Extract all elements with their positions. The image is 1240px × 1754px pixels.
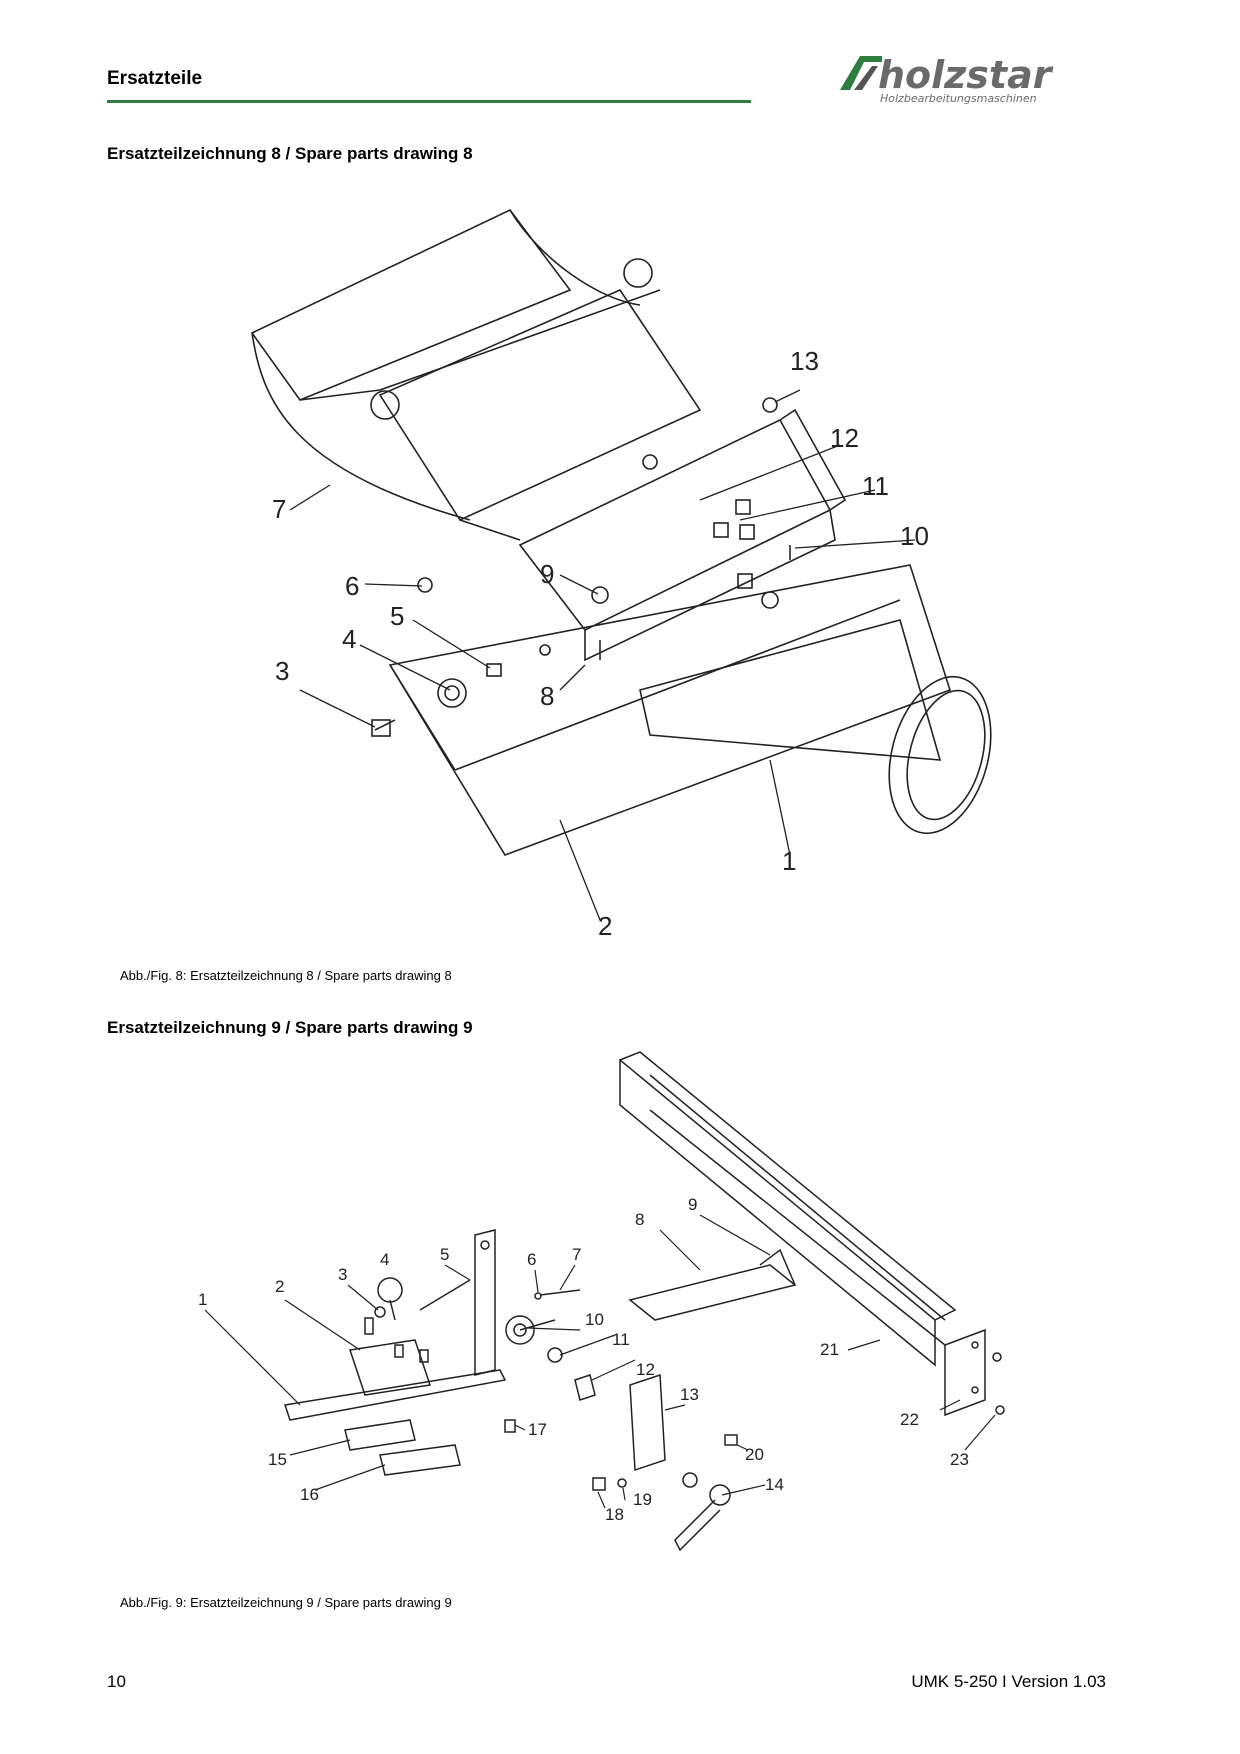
figure8-caption: Abb./Fig. 8: Ersatzteilzeichnung 8 / Spa… (120, 968, 452, 983)
callout-f9-21: 21 (820, 1340, 839, 1359)
callout-8: 8 (540, 681, 554, 711)
callout-f9-18: 18 (605, 1505, 624, 1524)
callout-5: 5 (390, 601, 404, 631)
callout-f9-11: 11 (612, 1330, 630, 1349)
page-header-title: Ersatzteile (107, 68, 203, 89)
callout-f9-6: 6 (527, 1250, 536, 1269)
callout-f9-22: 22 (900, 1410, 919, 1429)
callout-f9-23: 23 (950, 1450, 969, 1469)
figure8-drawing: 13 12 11 10 7 6 9 5 4 3 8 2 1 (250, 208, 992, 941)
figure9-title: Ersatzteilzeichnung 9 / Spare parts draw… (107, 1018, 473, 1037)
callout-1: 1 (782, 846, 796, 876)
holzstar-logo-icon: holzstar Holzbearbeitungsmaschinen (840, 53, 1054, 105)
callout-f9-19: 19 (633, 1490, 652, 1509)
logo-tagline: Holzbearbeitungsmaschinen (880, 92, 1037, 105)
callout-2: 2 (598, 911, 612, 941)
callout-f9-2: 2 (275, 1277, 284, 1296)
callout-f9-3: 3 (338, 1265, 347, 1284)
callout-f9-1: 1 (198, 1290, 207, 1309)
callout-11: 11 (862, 471, 889, 501)
callout-f9-5: 5 (440, 1245, 449, 1264)
callout-f9-12: 12 (636, 1360, 655, 1379)
callout-f9-7: 7 (572, 1245, 581, 1264)
callout-f9-15: 15 (268, 1450, 287, 1469)
callout-f9-17: 17 (528, 1420, 547, 1439)
callout-3: 3 (275, 656, 289, 686)
logo-wordmark: holzstar (878, 53, 1054, 97)
holzstar-logo: holzstar Holzbearbeitungsmaschinen (838, 48, 1108, 108)
header-divider (107, 100, 751, 103)
figure8-title: Ersatzteilzeichnung 8 / Spare parts draw… (107, 144, 473, 163)
figure8-callouts: 13 12 11 10 7 6 9 5 4 3 8 2 1 (272, 346, 929, 941)
figure9-callouts: 1 2 3 4 5 6 7 8 9 10 11 12 13 14 15 16 1… (198, 1195, 969, 1524)
callout-13: 13 (790, 346, 819, 376)
figure9-drawing: 1 2 3 4 5 6 7 8 9 10 11 12 13 14 15 16 1… (198, 1051, 1005, 1552)
callout-f9-8: 8 (635, 1210, 644, 1229)
callout-9: 9 (540, 559, 554, 589)
callout-f9-9: 9 (688, 1195, 697, 1214)
callout-f9-14: 14 (765, 1475, 784, 1494)
callout-6: 6 (345, 571, 359, 601)
model-version: UMK 5-250 I Version 1.03 (911, 1672, 1106, 1691)
callout-f9-10: 10 (585, 1310, 604, 1329)
callout-f9-13: 13 (680, 1385, 699, 1404)
page-number: 10 (107, 1672, 126, 1691)
callout-f9-20: 20 (745, 1445, 764, 1464)
callout-7: 7 (272, 494, 286, 524)
callout-4: 4 (342, 624, 356, 654)
figure9-caption: Abb./Fig. 9: Ersatzteilzeichnung 9 / Spa… (120, 1595, 452, 1610)
callout-10: 10 (900, 521, 929, 551)
callout-f9-16: 16 (300, 1485, 319, 1504)
callout-12: 12 (830, 423, 859, 453)
callout-f9-4: 4 (380, 1250, 389, 1269)
